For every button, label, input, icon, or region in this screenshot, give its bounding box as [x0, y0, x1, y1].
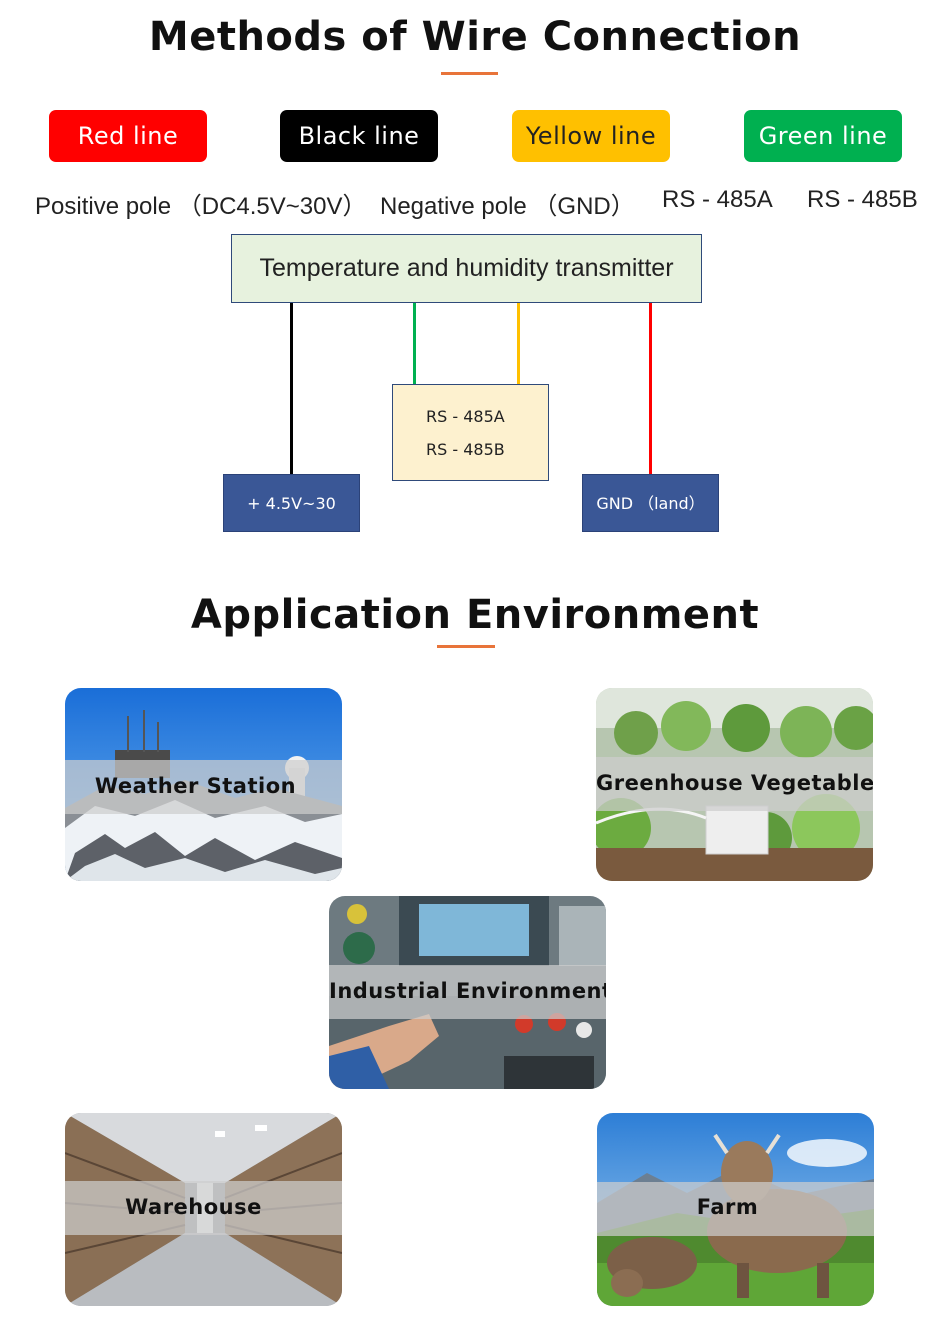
power-terminal-box: + 4.5V~30	[223, 474, 360, 532]
warehouse-card: Warehouse	[65, 1113, 342, 1306]
farm-label: Farm	[696, 1195, 759, 1219]
application-title-underline	[437, 645, 495, 648]
weather-station-label: Weather Station	[94, 774, 297, 798]
rs485b-label: RS - 485B	[807, 186, 918, 213]
rs485a-terminal: RS - 485A	[426, 407, 505, 426]
industrial-card: Industrial Environment	[329, 896, 606, 1089]
black-line-badge: Black line	[280, 110, 438, 162]
greenhouse-card: Greenhouse Vegetable	[596, 688, 873, 881]
transmitter-box: Temperature and humidity transmitter	[231, 234, 702, 303]
industrial-label: Industrial Environment	[329, 979, 606, 1003]
black-wire	[290, 303, 293, 475]
negative-pole-label: Negative pole （GND）	[380, 193, 635, 220]
yellow-wire	[517, 303, 520, 385]
warehouse-label: Warehouse	[125, 1195, 262, 1219]
wiring-title: Methods of Wire Connection	[148, 14, 802, 60]
wiring-title-underline	[441, 72, 498, 75]
positive-pole-label: Positive pole （DC4.5V~30V）	[35, 193, 367, 220]
green-wire	[413, 303, 416, 385]
gnd-terminal-box: GND （land）	[582, 474, 719, 532]
rs485-box: RS - 485A RS - 485B	[392, 384, 549, 481]
card-label-band	[65, 1181, 342, 1235]
red-line-badge: Red line	[49, 110, 207, 162]
rs485b-terminal: RS - 485B	[426, 440, 505, 459]
rs485a-label: RS - 485A	[662, 186, 773, 213]
application-title: Application Environment	[190, 592, 760, 638]
card-label-band	[65, 760, 342, 814]
card-label-band	[596, 757, 873, 811]
yellow-line-badge: Yellow line	[512, 110, 670, 162]
weather-station-card: Weather Station	[65, 688, 342, 881]
greenhouse-label: Greenhouse Vegetable	[596, 771, 873, 795]
green-line-badge: Green line	[744, 110, 902, 162]
farm-card: Farm	[597, 1113, 874, 1306]
card-label-band	[597, 1182, 874, 1236]
card-label-band	[329, 965, 606, 1019]
red-wire	[649, 303, 652, 475]
